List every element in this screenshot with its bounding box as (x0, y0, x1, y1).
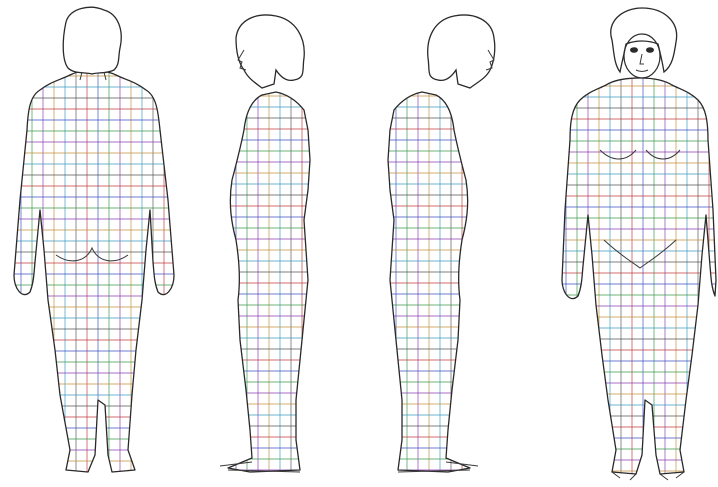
hair-side-left (236, 15, 304, 88)
hair-side-right (428, 15, 495, 88)
nose-front (640, 54, 644, 64)
mouth-front (636, 70, 648, 72)
grid-back (10, 65, 180, 475)
figure-side-view-right (385, 15, 495, 475)
figure-front-view (555, 8, 718, 480)
eye-right-icon (646, 47, 654, 53)
grid-front (555, 75, 718, 478)
grid-side-left (225, 85, 315, 475)
outline-back (14, 70, 174, 472)
bust-line-front (600, 150, 680, 159)
grid-side-right (385, 85, 475, 475)
hair-back (63, 7, 121, 74)
hair-front (611, 8, 677, 72)
figure-back-view (10, 7, 180, 475)
eye-left-icon (630, 47, 638, 53)
outline-front (562, 78, 716, 474)
buttocks-line-back (56, 248, 128, 261)
figure-side-view-left (220, 15, 315, 475)
